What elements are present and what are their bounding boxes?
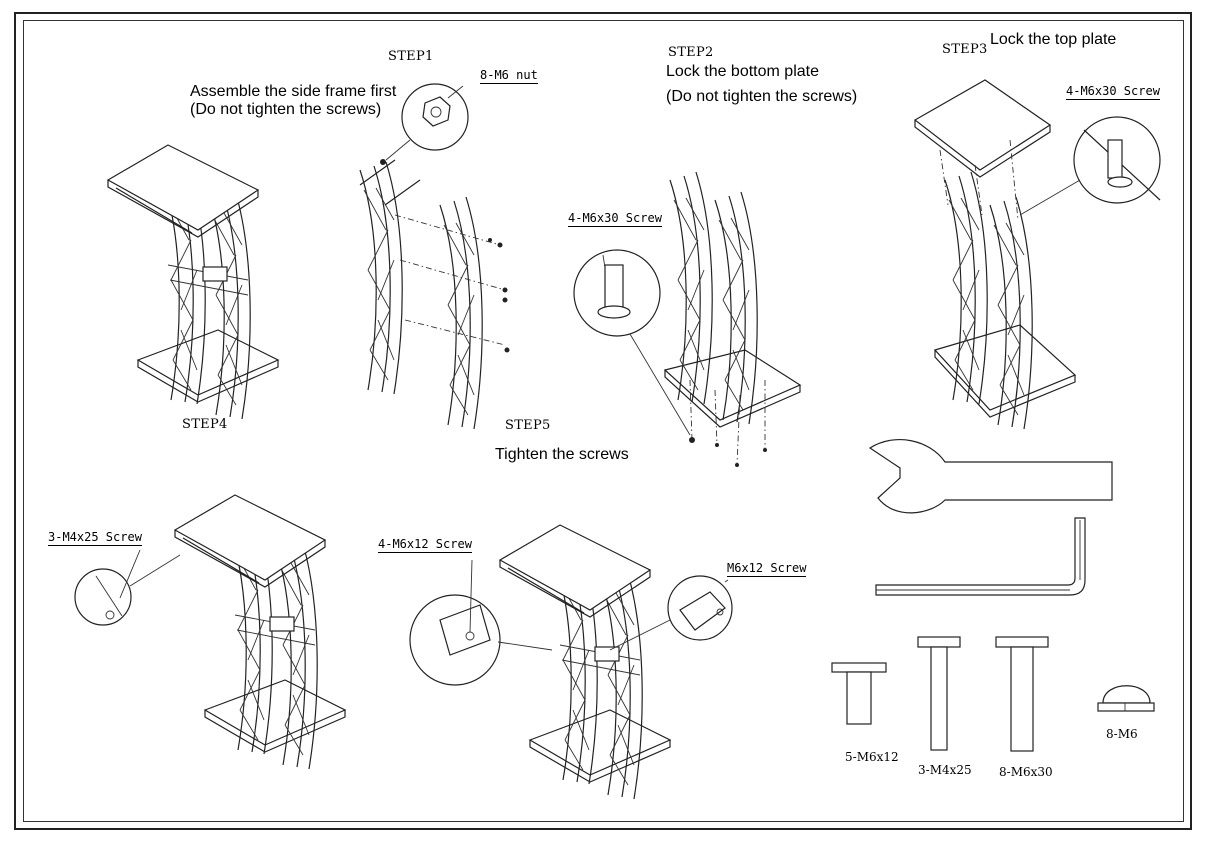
lectern-step4-screws [175, 495, 345, 769]
wrench-icon [868, 439, 1113, 514]
step1-instruction-line2: (Do not tighten the screws) [190, 101, 382, 118]
top-plate-step3 [913, 79, 1077, 430]
screw-detail-step4 [74, 549, 181, 626]
screw-detail-step5-right [609, 575, 733, 651]
step5-callout-left: 4-M6x12 Screw [378, 537, 472, 553]
step5-label: STEP5 [505, 418, 551, 433]
step4-callout: 3-M4x25 Screw [48, 530, 142, 546]
step2-callout: 4-M6x30 Screw [568, 211, 662, 227]
screw-detail-step2 [573, 249, 691, 436]
part-label-m6x12: 5-M6x12 [845, 750, 899, 764]
screw-m6x30-icon [995, 636, 1049, 752]
step4-label: STEP4 [182, 417, 228, 432]
step2-instruction-line2: (Do not tighten the screws) [666, 88, 858, 105]
part-label-m4x25: 3-M4x25 [918, 763, 972, 777]
nut-m6-icon [1097, 685, 1155, 712]
step2-instruction-line1: Lock the bottom plate [666, 63, 819, 80]
step1-label: STEP1 [388, 49, 434, 64]
side-frames-step1 [359, 159, 510, 430]
step1-instruction-line1: Assemble the side frame first [190, 83, 397, 100]
part-label-m6x30: 8-M6x30 [999, 765, 1053, 779]
step3-callout: 4-M6x30 Screw [1066, 84, 1160, 100]
hex-key-icon [875, 517, 1086, 596]
frame-bottom-plate-step2 [663, 171, 802, 467]
part-label-m6: 8-M6 [1106, 727, 1138, 741]
screw-detail-step5-left [409, 559, 553, 686]
step2-label: STEP2 [668, 45, 714, 60]
step5-callout-right: M6x12 Screw [727, 561, 807, 577]
outer-border [14, 12, 1192, 830]
inner-border [23, 20, 1184, 822]
nut-detail-step1 [385, 83, 469, 161]
lectern-step5 [500, 525, 670, 799]
screw-detail-step3 [1019, 116, 1161, 216]
step3-instruction: Lock the top plate [990, 31, 1117, 48]
step3-label: STEP3 [942, 42, 988, 57]
screw-m4x25-icon [917, 636, 961, 751]
step1-callout: 8-M6 nut [480, 68, 538, 84]
step5-instruction: Tighten the screws [495, 446, 629, 463]
lectern-step4 [108, 145, 278, 419]
screw-m6x12-icon [831, 662, 887, 725]
